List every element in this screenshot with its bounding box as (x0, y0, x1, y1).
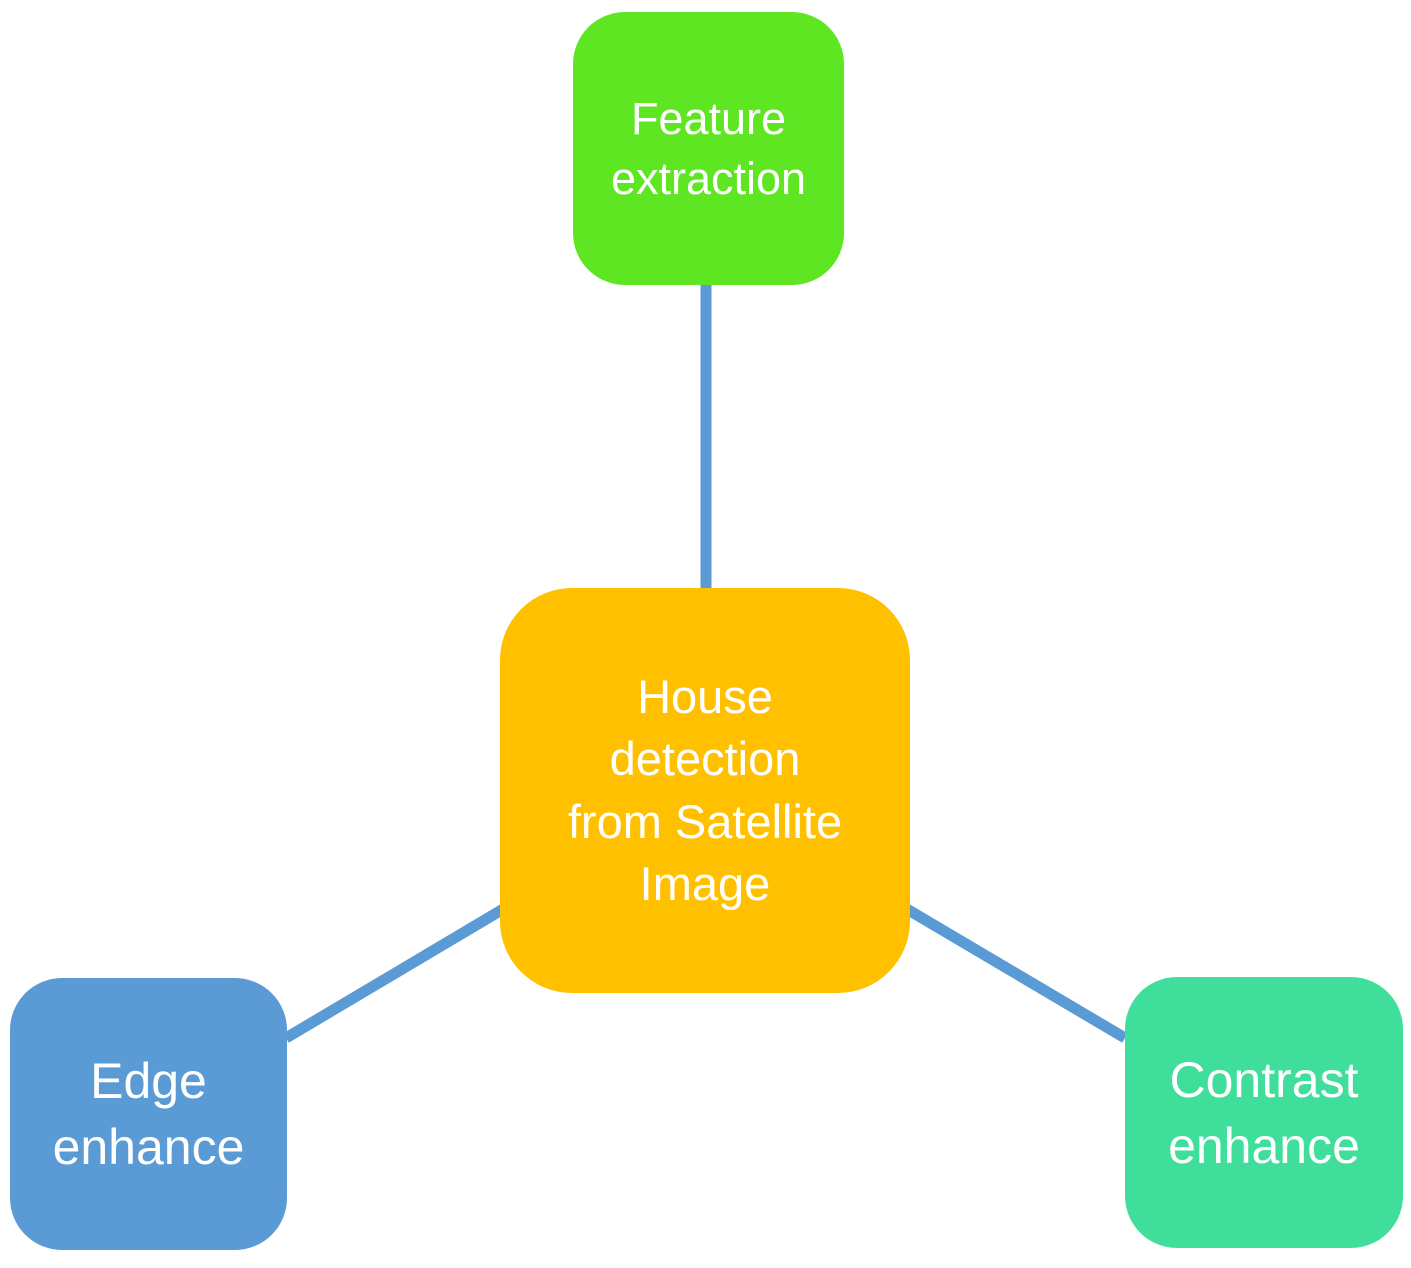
node-house-detection-label: House detection from Satellite Image (567, 670, 843, 910)
node-contrast-enhance-label: Contrast enhance (1168, 1051, 1360, 1174)
node-edge-enhance: Edge enhance (10, 978, 287, 1250)
node-feature-extraction: Feature extraction (573, 12, 844, 285)
connector-center-to-bottom-right (897, 900, 1128, 1043)
node-feature-extraction-label: Feature extraction (610, 93, 807, 204)
node-house-detection: House detection from Satellite Image (500, 588, 910, 993)
node-edge-enhance-label: Edge enhance (52, 1053, 245, 1175)
node-contrast-enhance: Contrast enhance (1125, 977, 1403, 1248)
connector-center-to-bottom-left (283, 900, 513, 1043)
